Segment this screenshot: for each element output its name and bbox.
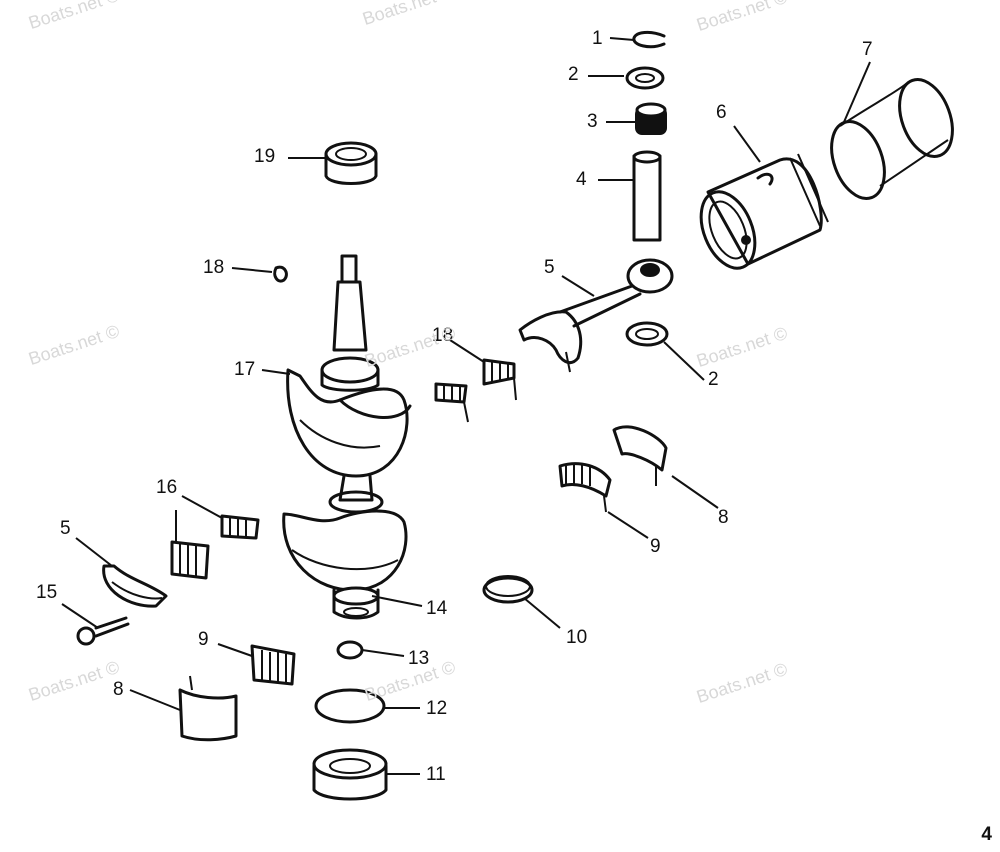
part-connecting-rod[interactable] bbox=[518, 258, 674, 373]
part-thrust-washer-bottom[interactable] bbox=[625, 321, 669, 347]
callout-8-right: 8 bbox=[718, 507, 729, 528]
part-piston[interactable] bbox=[691, 153, 829, 276]
part-bearing-retainer-right[interactable] bbox=[612, 425, 668, 486]
part-large-o-ring[interactable] bbox=[314, 688, 386, 724]
part-retaining-ring[interactable] bbox=[632, 30, 666, 49]
callout-14: 14 bbox=[426, 598, 448, 619]
page-number: 4 bbox=[981, 824, 992, 845]
callout-2-bottom: 2 bbox=[708, 369, 719, 390]
part-bearing-retainer-lower[interactable] bbox=[178, 675, 238, 742]
callout-18-key: 18 bbox=[203, 257, 225, 278]
part-wrist-pin[interactable] bbox=[632, 150, 662, 242]
callout-5-cap: 5 bbox=[60, 518, 71, 539]
part-bearing-retaining-ring[interactable] bbox=[482, 575, 534, 604]
callout-6: 6 bbox=[716, 102, 727, 123]
part-needle-bearing-right[interactable] bbox=[558, 462, 612, 513]
part-piston-rings[interactable] bbox=[822, 72, 962, 206]
part-rod-bolt[interactable] bbox=[76, 616, 130, 646]
part-needle-bearing-cage-upper[interactable] bbox=[434, 358, 517, 423]
callout-16: 16 bbox=[156, 477, 178, 498]
callout-5-rod: 5 bbox=[544, 257, 555, 278]
callout-10: 10 bbox=[566, 627, 588, 648]
part-connecting-rod-cap[interactable] bbox=[102, 564, 168, 608]
callout-15: 15 bbox=[36, 582, 58, 603]
callout-1: 1 bbox=[592, 28, 603, 49]
callout-11: 11 bbox=[426, 764, 446, 785]
part-upper-bearing[interactable] bbox=[324, 141, 378, 185]
callout-2-top: 2 bbox=[568, 64, 579, 85]
part-small-o-ring[interactable] bbox=[336, 640, 364, 660]
callout-19: 19 bbox=[254, 146, 276, 167]
callout-9-right: 9 bbox=[650, 536, 661, 557]
callout-18-cage: 18 bbox=[432, 325, 454, 346]
callout-12: 12 bbox=[426, 698, 448, 719]
part-needle-bearing-lower[interactable] bbox=[250, 644, 296, 686]
callout-3: 3 bbox=[587, 111, 598, 132]
callout-4: 4 bbox=[576, 169, 587, 190]
part-crankshaft[interactable] bbox=[282, 254, 412, 620]
callout-13: 13 bbox=[408, 648, 430, 669]
part-lower-seal[interactable] bbox=[312, 748, 388, 801]
callout-8-lower: 8 bbox=[113, 679, 124, 700]
callout-17: 17 bbox=[234, 359, 256, 380]
part-wrist-pin-bearing[interactable] bbox=[635, 102, 667, 135]
callout-7: 7 bbox=[862, 39, 873, 60]
part-lower-main-bearing[interactable] bbox=[343, 607, 369, 617]
leader-lines bbox=[61, 37, 871, 775]
callout-9-lower: 9 bbox=[198, 629, 209, 650]
part-needle-bearing-left[interactable] bbox=[170, 514, 260, 580]
part-thrust-washer-top[interactable] bbox=[625, 66, 665, 90]
part-woodruff-key[interactable] bbox=[273, 265, 288, 283]
